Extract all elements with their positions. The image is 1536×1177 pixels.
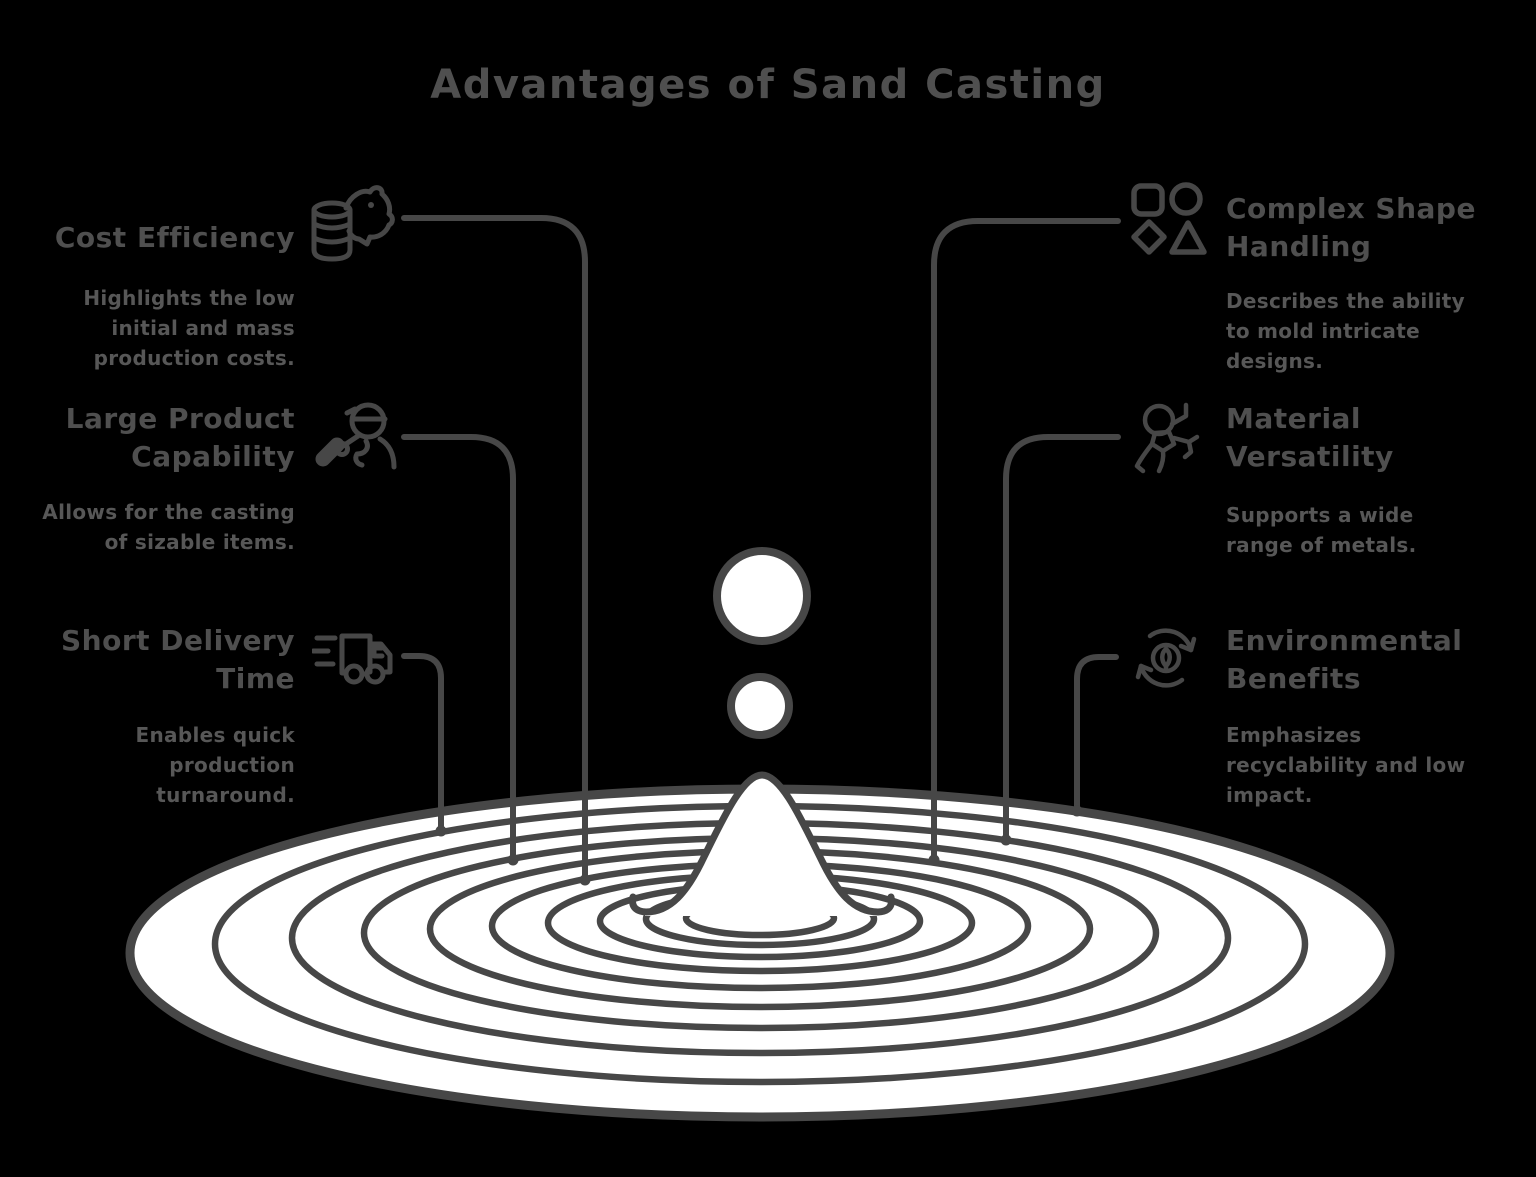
feature-environmental-benefits: Environmental Benefits Emphasizes recycl… [1226, 622, 1526, 810]
delivery-truck-icon [312, 622, 400, 698]
feature-description: Describes the ability to mold intricate … [1226, 289, 1465, 373]
feature-description: Enables quick production turnaround. [135, 723, 295, 807]
connector-line-material [1003, 434, 1121, 843]
connector-lines [401, 215, 1121, 883]
feature-large-product-capability: Large Product Capability Allows for the … [33, 400, 295, 557]
connector-dot [579, 874, 591, 886]
worker-icon [312, 396, 398, 480]
feature-description: Allows for the casting of sizable items. [42, 500, 295, 554]
piggy-bank-icon [306, 180, 398, 268]
feature-complex-shape-handling: Complex Shape Handling Describes the abi… [1226, 190, 1526, 376]
connector-dot [435, 825, 447, 837]
molecule-icon [1130, 400, 1210, 480]
splash-peak [629, 771, 895, 916]
feature-cost-efficiency: Cost Efficiency Highlights the low initi… [33, 219, 295, 373]
connector-line-large [401, 434, 516, 863]
connector-dot [507, 854, 519, 866]
connector-line-cost [401, 215, 588, 883]
feature-title: Short Delivery Time [60, 624, 295, 695]
connector-dot [928, 854, 940, 866]
recycle-icon [1130, 624, 1202, 692]
connector-line-complex [931, 218, 1121, 863]
feature-material-versatility: Material Versatility Supports a wide ran… [1226, 400, 1526, 560]
feature-short-delivery-time: Short Delivery Time Enables quick produc… [33, 622, 295, 810]
shapes-icon [1128, 180, 1210, 264]
connector-line-short [401, 653, 444, 834]
connector-line-env [1074, 654, 1119, 814]
feature-description: Supports a wide range of metals. [1226, 503, 1417, 557]
feature-title: Cost Efficiency [54, 221, 295, 254]
splash-peak-fill [645, 776, 879, 916]
feature-title: Environmental Benefits [1226, 624, 1463, 695]
connector-dot [1000, 834, 1012, 846]
connector-dots [435, 805, 1083, 886]
feature-description: Highlights the low initial and mass prod… [83, 286, 295, 370]
page-title: Advantages of Sand Casting [430, 62, 1106, 108]
water-droplet-large [713, 547, 811, 645]
feature-title: Large Product Capability [65, 402, 295, 473]
water-droplet-small [727, 673, 793, 739]
feature-title: Material Versatility [1226, 402, 1394, 473]
feature-title: Complex Shape Handling [1226, 192, 1476, 263]
feature-description: Emphasizes recyclability and low impact. [1226, 723, 1466, 807]
connector-dot [1071, 805, 1083, 817]
